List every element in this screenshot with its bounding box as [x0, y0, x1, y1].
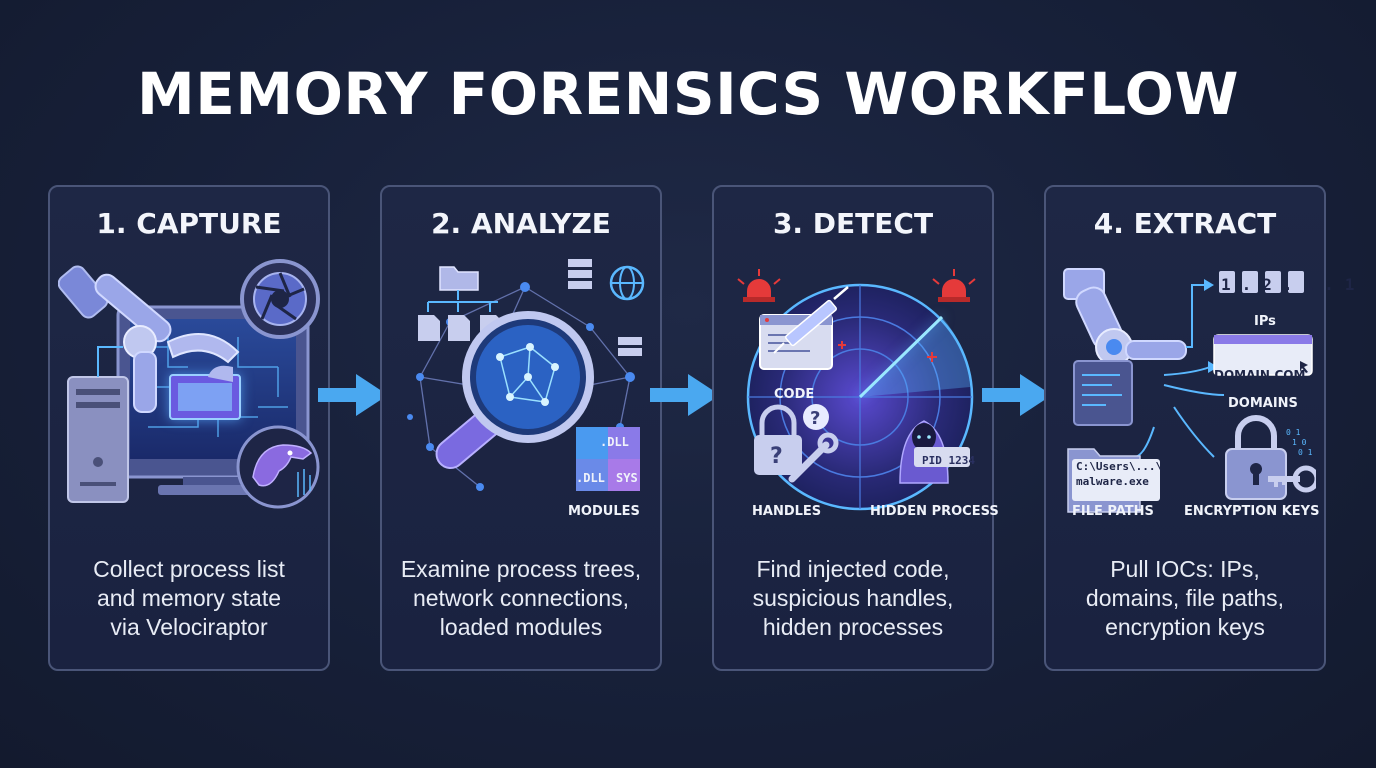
lock-key-icon: [1225, 415, 1316, 500]
puzzle-icon: [576, 427, 640, 491]
arrow-right-icon: [650, 374, 720, 416]
syringe-icon: [773, 286, 849, 354]
globe-icon: [609, 265, 645, 301]
dll-label: .DLL: [600, 435, 629, 449]
ip-address-icon: [1219, 271, 1304, 293]
magnifier-icon: [435, 311, 594, 469]
wrench-icon: [788, 432, 839, 483]
arrow-right-icon: [318, 374, 388, 416]
step-title: 2. ANALYZE: [431, 207, 611, 240]
analyze-illustration: [407, 259, 645, 491]
file-path-value: C:\Users\...\: [1076, 460, 1163, 473]
ip-address-value: 1.2.1.1: [1221, 275, 1366, 294]
domain-value: DOMAIN.COM: [1214, 368, 1306, 382]
server-icon: [568, 259, 642, 356]
file-paths-label: FILE PATHS: [1072, 504, 1154, 519]
file-name-value: malware.exe: [1076, 475, 1149, 488]
step-description: Examine process trees, network connectio…: [400, 556, 642, 640]
handles-label: HANDLES: [752, 504, 822, 519]
step-description: Collect process list and memory state vi…: [93, 556, 285, 640]
screen-icon: [1073, 360, 1133, 426]
code-label: CODE: [774, 387, 815, 402]
svg-text:0 1: 0 1: [1298, 448, 1313, 457]
svg-text:0 1: 0 1: [1286, 428, 1301, 437]
detect-illustration: ? ?: [737, 269, 976, 511]
step-description: Pull IOCs: IPs, domains, file paths, enc…: [1085, 556, 1285, 640]
alarm-icon: [737, 269, 781, 302]
page-title: MEMORY FORENSICS WORKFLOW: [137, 60, 1239, 128]
dll-label: .DLL: [576, 471, 605, 485]
step-card-analyze: 2. ANALYZE: [380, 185, 662, 671]
capture-illustration: [58, 259, 320, 509]
folder-icon: [1067, 448, 1160, 513]
domains-label: DOMAINS: [1228, 396, 1298, 411]
browser-icon: [1213, 334, 1313, 376]
step-title: 1. CAPTURE: [96, 207, 282, 240]
sys-label: SYS: [616, 471, 638, 485]
computer-tower-icon: [67, 376, 129, 503]
step-card-capture: 1. CAPTURE: [48, 185, 330, 671]
svg-text:1 0: 1 0: [1292, 438, 1307, 447]
step-card-detect: 3. DETECT: [712, 185, 999, 671]
extract-illustration: 0 11 00 1: [1063, 268, 1316, 513]
step-card-extract: 4. EXTRACT: [1044, 185, 1354, 671]
svg-text:?: ?: [810, 408, 820, 429]
step-title: 4. EXTRACT: [1093, 207, 1277, 240]
aperture-icon: [240, 259, 320, 339]
pid-label: PID 1234: [922, 454, 975, 467]
ips-label: IPs: [1254, 314, 1276, 329]
lock-icon: ?: [754, 404, 802, 475]
velociraptor-icon: [236, 425, 320, 509]
alarm-icon: [932, 269, 976, 302]
hidden-process-label: HIDDEN PROCESS: [870, 504, 999, 519]
robotic-arm-icon: [58, 265, 240, 413]
step-description: Find injected code, suspicious handles, …: [752, 556, 954, 640]
step-title: 3. DETECT: [772, 207, 934, 240]
modules-label: MODULES: [568, 504, 640, 519]
arrow-right-icon: [982, 374, 1052, 416]
svg-text:?: ?: [770, 444, 783, 469]
hidden-process-icon: [899, 420, 970, 484]
question-bubble-icon: ?: [803, 404, 829, 430]
encryption-keys-label: ENCRYPTION KEYS: [1184, 504, 1320, 519]
